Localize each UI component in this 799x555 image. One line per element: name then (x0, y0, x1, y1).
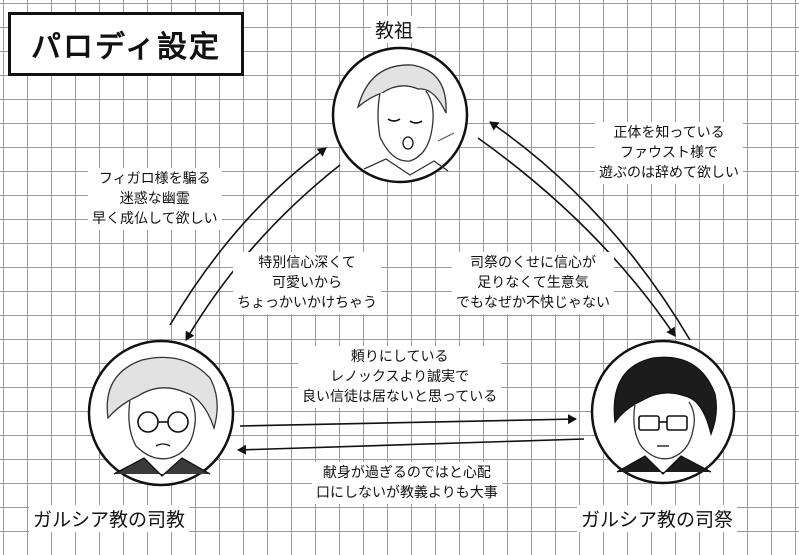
edge-line: フィガロ様を騙る (98, 171, 211, 187)
edge-label-bishop-to-priest: 頼りにしている レノックスより誠実で 良い信徒は居ないと思っている (298, 346, 502, 408)
edge-line: ちょっかいかけちゃう (237, 295, 377, 311)
edge-label-priest-to-bishop: 献身が過ぎるのではと心配 口にしないが教義よりも大事 (312, 462, 502, 504)
glasses-bishop-portrait-icon (87, 339, 235, 487)
arrow-founder-to-bishop (185, 164, 341, 341)
edge-line: レノックスより誠実で (330, 369, 470, 385)
arrow-priest-to-founder (489, 121, 691, 341)
edge-line: 可愛いから (272, 275, 342, 291)
edge-line: 遊ぶのは辞めて欲しい (599, 165, 739, 181)
edge-line: ファウスト様で (620, 145, 718, 161)
edge-line: 頼りにしている (350, 349, 449, 365)
arrow-priest-to-bishop (237, 438, 585, 455)
edge-line: 迷惑な幽霊 (119, 191, 190, 207)
edge-label-priest-to-founder: 正体を知っている ファウスト様で 遊ぶのは辞めて欲しい (595, 122, 743, 184)
arrow-bishop-to-priest (239, 414, 577, 427)
bishop-role-label: ガルシア教の司教 (29, 505, 190, 532)
priest-role-label: ガルシア教の司祭 (577, 505, 738, 532)
page-title: パロディ設定 (31, 30, 221, 65)
arrow-founder-to-priest (477, 137, 676, 337)
sleeping-founder-portrait-icon (331, 46, 469, 184)
arrow-bishop-to-founder (169, 147, 327, 326)
title-box: パロディ設定 (8, 12, 244, 76)
edge-line: 献身が過ぎるのではと心配 (322, 465, 491, 481)
edge-line: 良い信徒は居ないと思っている (302, 389, 498, 405)
edge-line: でもなぜか不快じゃない (456, 295, 610, 311)
edge-line: 足りなくて生意気 (477, 275, 589, 291)
founder-role-label: 教祖 (371, 16, 418, 43)
edge-line: 早く成仏して欲しい (92, 211, 218, 227)
edge-line: 司祭のくせに信心が (470, 255, 596, 271)
edge-line: 正体を知っている (613, 125, 725, 141)
edge-line: 特別信心深くて (258, 255, 356, 271)
edge-line: 口にしないが教義よりも大事 (316, 485, 498, 501)
edge-label-bishop-to-founder: フィガロ様を騙る 迷惑な幽霊 早く成仏して欲しい (88, 168, 222, 230)
edge-label-founder-to-priest: 司祭のくせに信心が 足りなくて生意気 でもなぜか不快じゃない (452, 252, 614, 314)
edge-label-founder-to-bishop: 特別信心深くて 可愛いから ちょっかいかけちゃう (233, 252, 381, 314)
glasses-priest-portrait-icon (590, 339, 736, 485)
